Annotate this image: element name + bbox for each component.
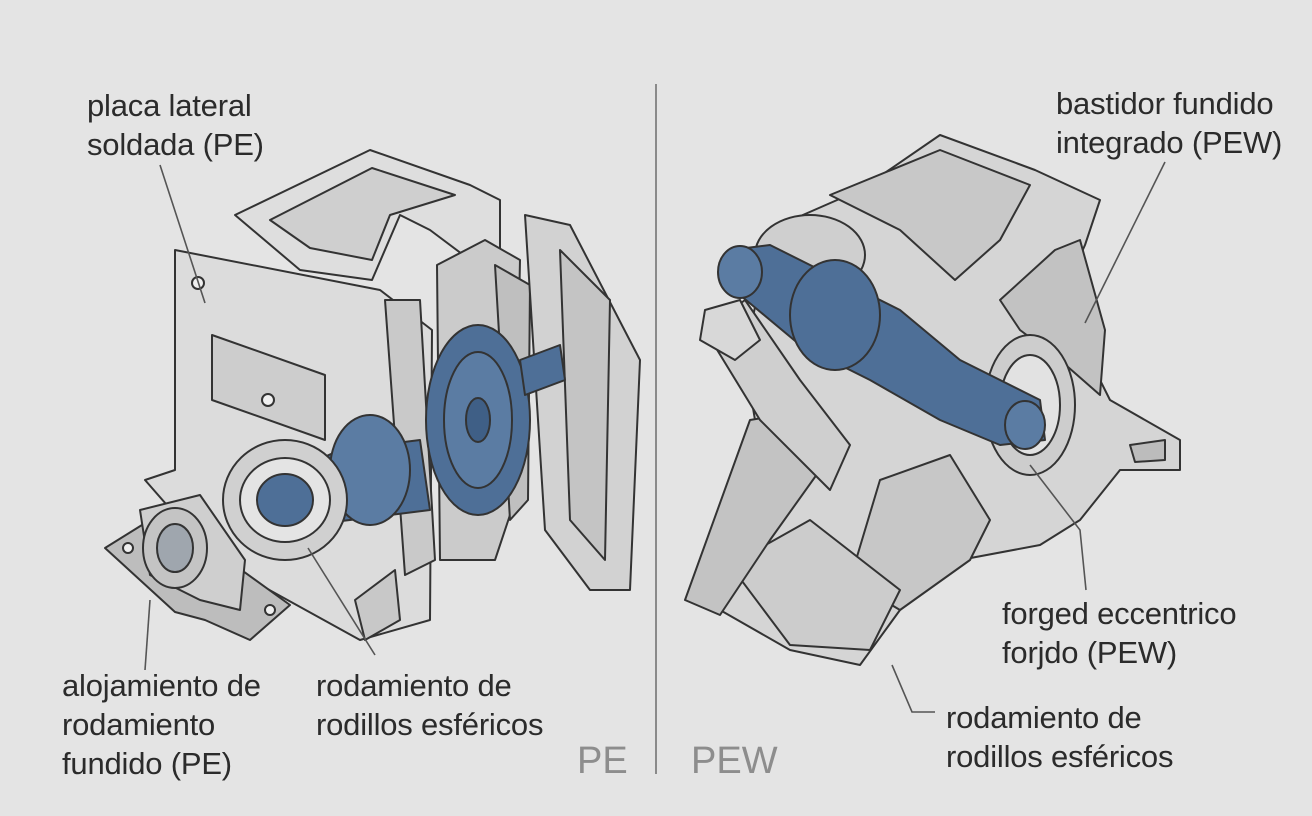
- tag-pew: PEW: [691, 740, 778, 782]
- leader-pe-side-plate: [159, 164, 206, 304]
- pew-forged-eccentric-shaft: [717, 244, 1046, 450]
- leader-pew-cast-frame: [1084, 161, 1166, 324]
- pe-spherical-roller-bearing: [222, 439, 348, 561]
- pew-crusher-illustration: [684, 134, 1181, 666]
- pe-flywheel: [425, 324, 531, 516]
- leader-pew-eccentric: [1029, 464, 1087, 591]
- pe-crusher-illustration: [104, 149, 641, 641]
- pe-cast-bearing-housing: [104, 494, 291, 641]
- tag-pe: PE: [577, 740, 628, 782]
- leader-pe-spherical-bearing: [307, 547, 376, 656]
- leader-lines: [144, 161, 1166, 713]
- leader-pew-spherical-bearing: [891, 664, 935, 713]
- leader-pe-bearing-housing: [144, 599, 151, 671]
